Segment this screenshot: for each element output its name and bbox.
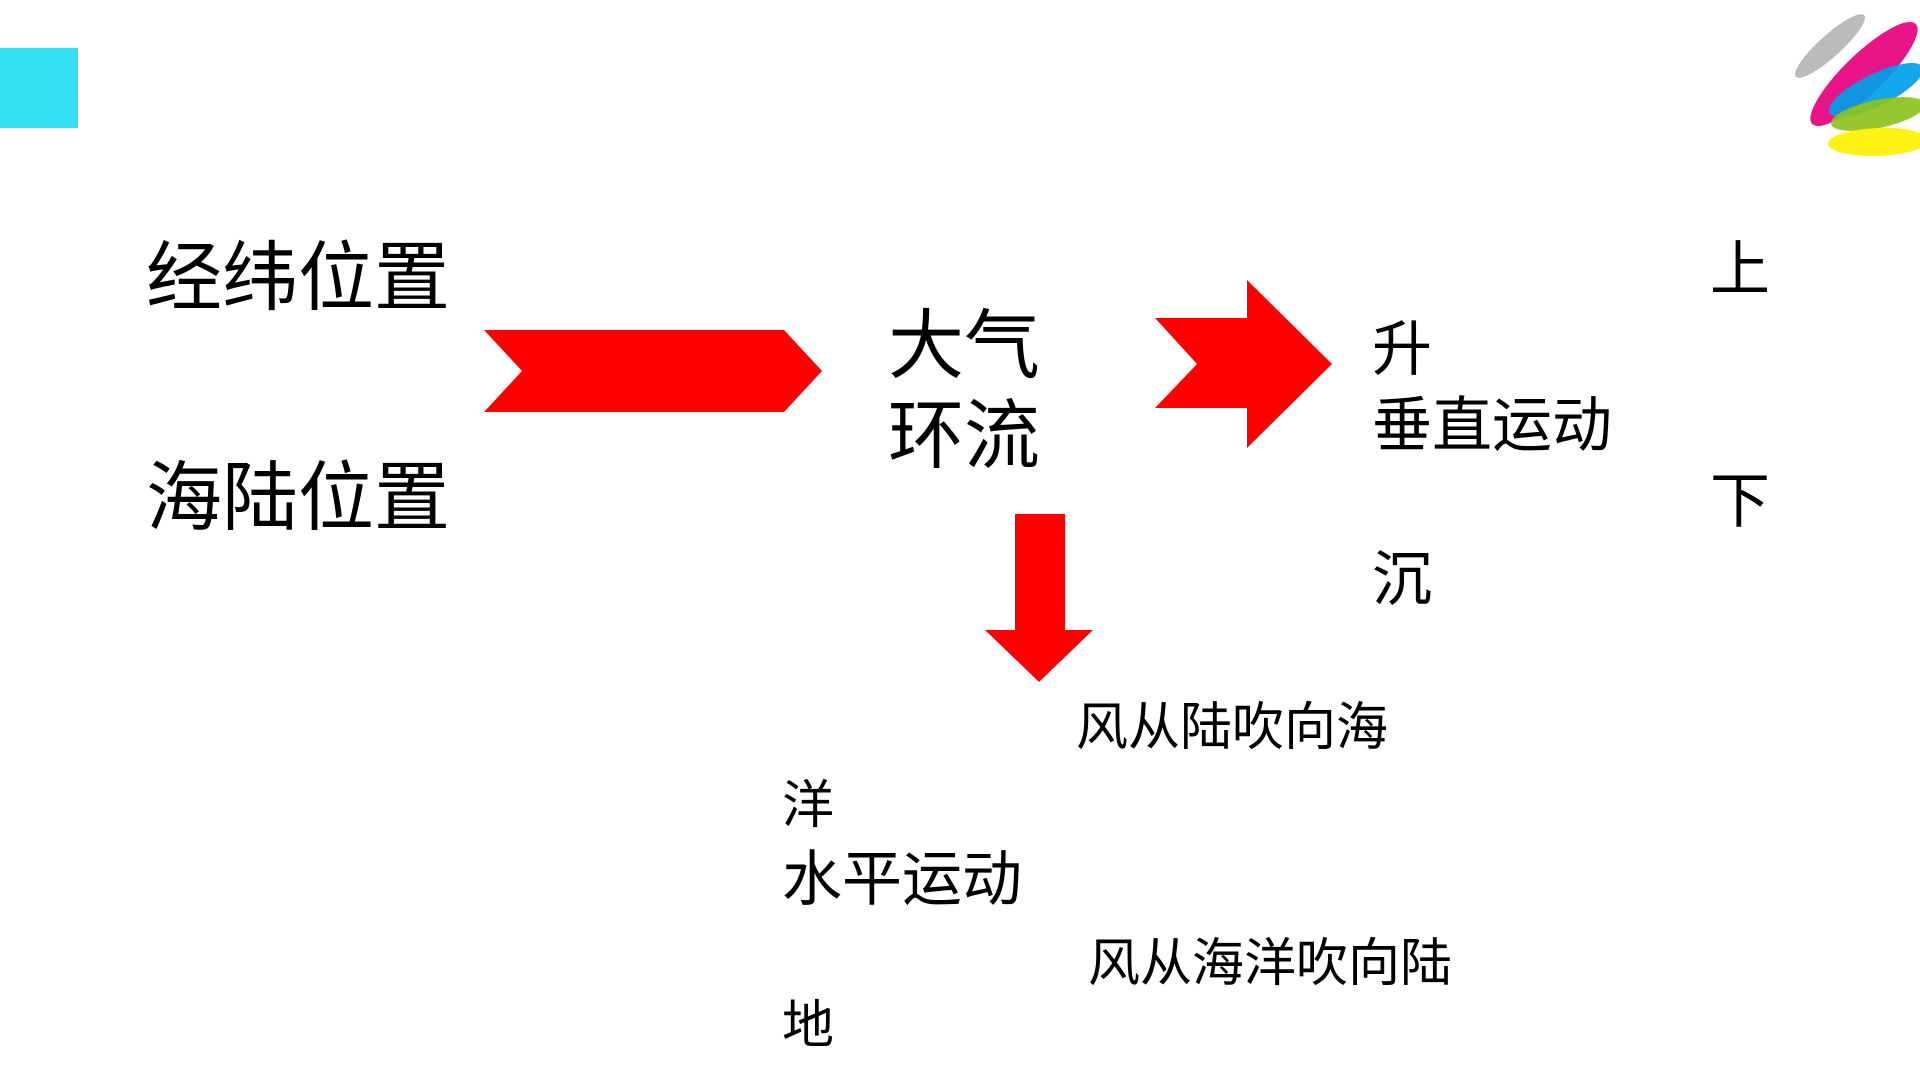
block-arrow-right-icon	[1155, 280, 1332, 448]
land-to-sea-wind-tail: 洋	[782, 776, 835, 836]
logo-stroke-green	[1830, 97, 1920, 131]
atmospheric-circulation-line-1: 大气	[888, 301, 1040, 390]
vertical-motion-label: 垂直运动	[1372, 391, 1612, 461]
atmospheric-circulation-line-2: 环流	[888, 391, 1040, 480]
vertical-down-tail: 沉	[1372, 545, 1432, 615]
logo-stroke-yellow	[1828, 127, 1920, 157]
block-arrow-down-icon	[985, 514, 1093, 682]
logo-stroke-gray	[1795, 14, 1865, 78]
corner-accent-square	[0, 48, 78, 128]
land-to-sea-wind-head: 风从陆吹向海	[1076, 698, 1389, 758]
horizontal-motion-label: 水平运动	[782, 845, 1022, 915]
chevron-arrow-right-icon	[484, 330, 822, 412]
color-feather-logo-icon	[1795, 14, 1920, 157]
vertical-up-head: 上	[1710, 235, 1770, 305]
vertical-down-head: 下	[1710, 467, 1770, 537]
sea-to-land-wind-tail: 地	[782, 996, 835, 1056]
logo-stroke-blue	[1828, 63, 1920, 117]
vertical-up-tail: 升	[1372, 315, 1432, 385]
factor-latitude-longitude-position: 经纬位置	[146, 233, 450, 322]
factor-land-sea-position: 海陆位置	[146, 453, 450, 542]
sea-to-land-wind-head: 风从海洋吹向陆	[1088, 934, 1453, 994]
